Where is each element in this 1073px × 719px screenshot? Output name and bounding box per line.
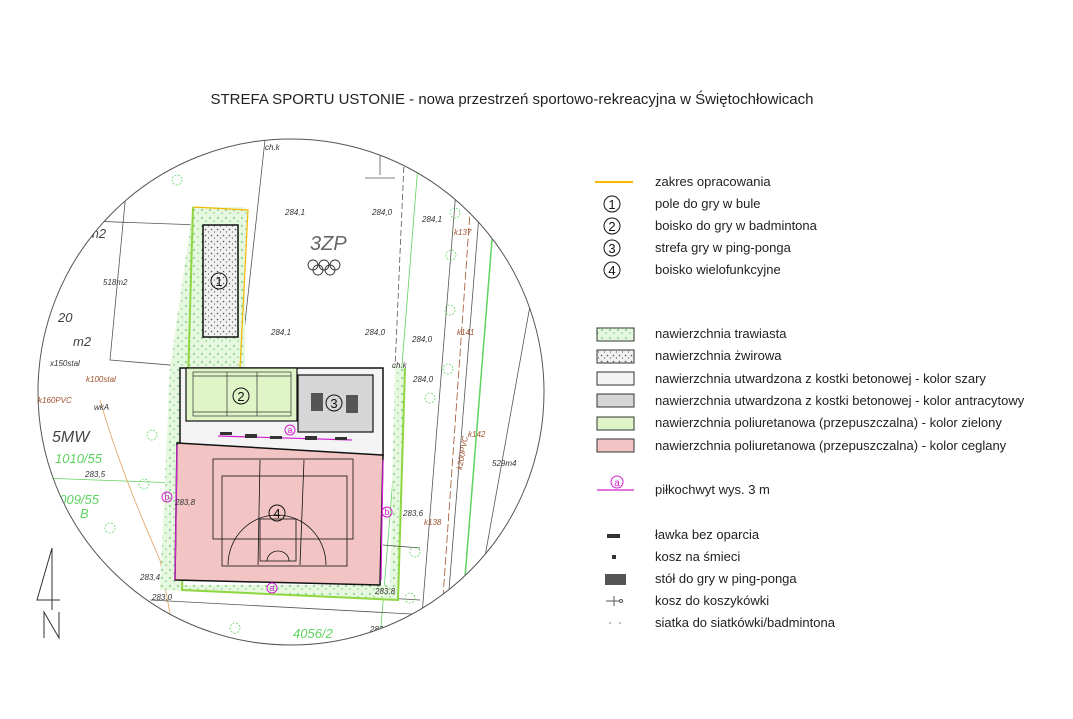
grey-paving-swatch [596,371,635,386]
legend-zone-4: boisko wielofunkcyjne [655,262,781,277]
plot-label: 518m2 [103,278,128,287]
plot-label: m2 [88,226,107,241]
legend-surface: nawierzchnia poliuretanowa (przepuszczal… [655,438,1007,453]
legend-equipment: kosz na śmieci [655,549,741,564]
legend-surface: nawierzchnia trawiasta [655,326,787,341]
legend-equipment: stół do gry w ping-ponga [655,571,797,586]
elevation: 284,1 [421,215,442,224]
legend-equipment: kosz do koszykówki [655,593,770,608]
legend-zone-number: 4 [608,263,615,278]
elevation: 284,0 [411,335,433,344]
ballstop-marker: a [287,425,292,435]
basketball-hoop-icon [606,596,623,606]
ping-pong-table [346,395,358,413]
tree-symbols [104,174,461,634]
parcel-label: 4056/2 [293,626,334,641]
zone-number: 4 [273,506,280,521]
elevation: 283,8 [174,498,196,507]
grass-swatch [596,327,635,342]
utility-label: k160PVC [38,396,72,405]
utility-label: k141 [457,328,474,337]
zone-3zp-label: 3ZP [310,233,347,255]
ping-pong-zone [297,374,374,433]
legend-equipment: siatka do siatkówki/badmintona [655,615,835,630]
ballstop-line [217,435,353,441]
elevation: 284,0 [412,375,434,384]
plot-label: 529m4 [492,459,517,468]
map-area: 3ZP 5MW 1010/55 1009/55 B 4056/2 m2 518m… [38,139,541,641]
elevation: 284,0 [364,328,386,337]
bench-icon [607,534,620,538]
utility-label: k137 [454,228,472,237]
elevation: 283,6 [402,509,424,518]
ballstop-marker: b [384,507,389,517]
utility-label: ch.k [392,361,408,370]
ballstop-icon-letter: a [614,478,620,489]
plot-label: m2 [73,334,92,349]
legend-symbols: 1 2 3 4 a [595,181,635,624]
utility-label: ch.k [265,143,281,152]
utility-label: k100stal [86,375,116,384]
drawing-title: STREFA SPORTU USTONIE - nowa przestrzeń … [210,91,814,108]
map-circle-frame [37,138,545,646]
elevation: 283,0 [151,593,173,602]
net-icon [609,622,621,624]
utility-label: x150stal [49,359,80,368]
parcel-label: 1010/55 [55,451,103,466]
legend-zone-number: 1 [608,197,615,212]
legend-ballstop: piłkochwyt wys. 3 m [655,482,770,497]
north-arrow-icon [36,547,60,640]
utility-label: k142 [468,430,486,439]
trash-bin-icon [612,555,616,559]
utility-label: k200PVC [455,435,470,470]
legend-surface: nawierzchnia poliuretanowa (przepuszczal… [655,415,1002,430]
boules-court [202,224,239,338]
legend-surface: nawierzchnia utwardzona z kostki betonow… [655,393,1025,408]
legend-zone-2: boisko do gry w badmintona [655,218,817,233]
ping-pong-table-icon [605,574,626,585]
elevation: 284,0 [371,208,393,217]
ballstop-marker: a [269,583,274,593]
zone-number: 3 [330,396,337,411]
legend-boundary: zakres opracowania [655,174,771,189]
gravel-swatch [596,349,635,364]
elevation: 283,5 [84,470,106,479]
legend-equipment: ławka bez oparcia [655,527,760,542]
anthracite-paving-swatch [596,393,635,408]
legend-zone-3: strefa gry w ping-ponga [655,240,791,255]
green-poly-swatch [596,416,635,431]
utility-label: wkA [94,403,109,412]
zone-number: 2 [237,389,244,404]
plot-label: 20 [57,310,73,325]
elevation: 283,8 [374,587,396,596]
parcel-label: B [80,506,89,521]
olympic-rings-icon [307,259,341,276]
elevation: 284,1 [284,208,305,217]
legend-surface: nawierzchnia żwirowa [655,348,782,363]
ping-pong-table [311,393,323,411]
zone-number: 1 [215,274,222,289]
legend-zone-number: 3 [608,241,615,256]
brick-poly-swatch [596,438,635,453]
utility-label: k138 [424,518,442,527]
ballstop-marker: b [164,492,169,502]
zone-5mw-label: 5MW [52,429,91,446]
elevation: 283,4 [139,573,161,582]
legend-zone-1: pole do gry w bule [655,196,761,211]
legend-surface: nawierzchnia utwardzona z kostki betonow… [655,371,986,386]
legend-zone-number: 2 [608,219,615,234]
elevation: 284,1 [270,328,291,337]
